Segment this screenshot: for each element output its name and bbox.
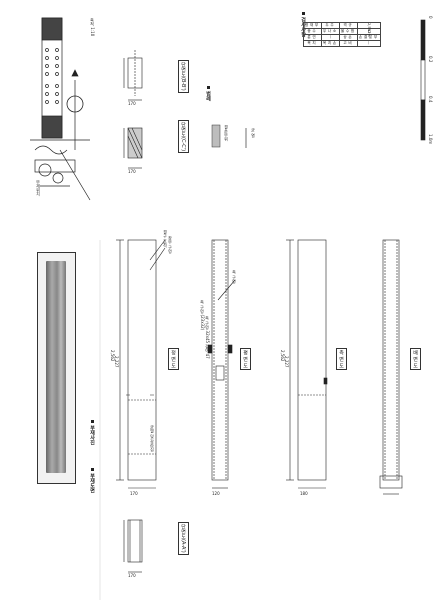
dim-section-a: 170 bbox=[128, 573, 136, 578]
dim-inner-length: 2,227 bbox=[114, 356, 119, 368]
dim-inner-length-side: 2,227 bbox=[284, 356, 289, 368]
side-view-label: 측 면 도 bbox=[336, 348, 347, 371]
section-b-label: 단면도(B-B') bbox=[178, 60, 189, 93]
dim-width-front: 170 bbox=[130, 491, 138, 496]
scale-tick-3: 1.0m bbox=[428, 134, 433, 145]
side-view-drawing bbox=[286, 239, 328, 489]
scale-tick-2: 0.4 bbox=[428, 96, 433, 103]
section-a-label: 단면도(A-A') bbox=[178, 522, 189, 555]
drawing-heading: 부재도면 bbox=[89, 468, 96, 493]
annotation-tenon-size: 촉 구멍 (23x32) bbox=[200, 300, 205, 331]
hatched-end-bottom bbox=[41, 115, 63, 139]
annotation-joint-trace: 결구 흔적 bbox=[163, 230, 168, 248]
bottom-view-drawing bbox=[379, 239, 403, 495]
dim-section-b: 170 bbox=[128, 101, 136, 106]
annotation-tenon-depth: 촉 구멍 32x45 깊이 47 bbox=[205, 316, 210, 359]
annotation-crack: 균열 및 갈라짐 bbox=[150, 425, 155, 452]
scale-tick-1: 0.2 bbox=[428, 56, 433, 63]
dim-width-top: 120 bbox=[212, 491, 220, 496]
member-photo-image bbox=[46, 261, 66, 473]
scale-tick-0: 0 bbox=[428, 16, 433, 19]
scale-note: 축척 1:10 bbox=[90, 18, 95, 37]
legend-heading: 범례 bbox=[205, 86, 212, 101]
top-view-label: 평 면 도 bbox=[240, 348, 251, 371]
dim-section-c: 170 bbox=[128, 169, 136, 174]
location-sketch bbox=[30, 17, 91, 201]
dim-total-length-side: 2,562 bbox=[280, 350, 285, 362]
dim-total-length: 2,562 bbox=[110, 350, 115, 362]
front-view-drawing bbox=[116, 239, 166, 489]
location-note: 부재위치 bbox=[36, 180, 41, 196]
section-a-drawing bbox=[123, 519, 143, 573]
legend-damage-swatch bbox=[211, 124, 221, 148]
dim-width-side: 180 bbox=[300, 491, 308, 496]
legend-damage-label: 결손부위 bbox=[224, 125, 229, 141]
member-photo bbox=[37, 252, 76, 484]
section-c-drawing bbox=[123, 127, 143, 169]
hatched-end-top bbox=[41, 17, 63, 41]
section-c-label: 단면도(C-C') bbox=[178, 120, 189, 154]
top-view-drawing bbox=[207, 239, 236, 489]
annotation-tenon-hole: 촉 구멍 bbox=[232, 270, 237, 284]
annotation-mortise: 장부 구멍 bbox=[168, 236, 173, 254]
legend-crack-label: 균 열 bbox=[251, 128, 256, 138]
bottom-view-label: 배 면 도 bbox=[410, 348, 421, 371]
section-b-drawing bbox=[123, 50, 143, 101]
front-view-label: 정 면 도 bbox=[168, 348, 179, 371]
legend-swatches bbox=[211, 124, 247, 148]
photo-heading: 부재사진 bbox=[89, 420, 96, 445]
scale-bar bbox=[420, 19, 426, 141]
